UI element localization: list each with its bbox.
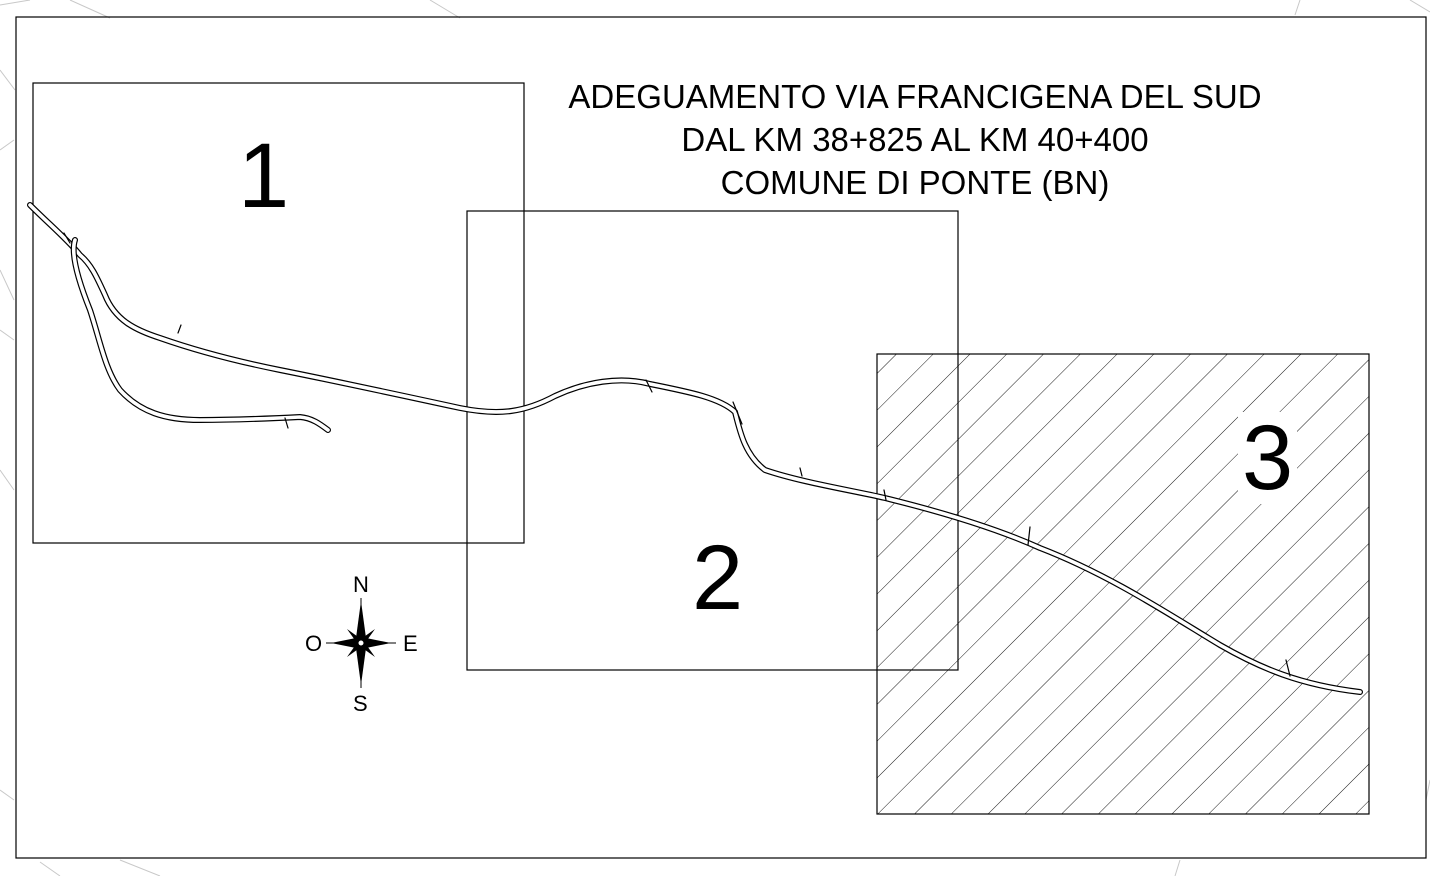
sheet-2-frame	[466, 210, 959, 671]
compass-east-label: E	[403, 631, 418, 656]
compass-rose	[326, 598, 396, 688]
outer-frame	[15, 16, 1427, 859]
road-alignment	[30, 205, 1360, 692]
compass-north-label: N	[353, 572, 369, 597]
compass-south-label: S	[353, 691, 368, 716]
sheet-2-number: 2	[692, 527, 744, 629]
sheet-1-frame	[32, 82, 525, 544]
title-line-1: ADEGUAMENTO VIA FRANCIGENA DEL SUD	[568, 78, 1262, 115]
sheet-3-number: 3	[1238, 412, 1298, 504]
title-line-2: DAL KM 38+825 AL KM 40+400	[681, 121, 1149, 158]
title-line-3: COMUNE DI PONTE (BN)	[720, 164, 1110, 201]
sheet-1-number: 1	[238, 125, 290, 227]
compass-west-label: O	[305, 631, 323, 656]
